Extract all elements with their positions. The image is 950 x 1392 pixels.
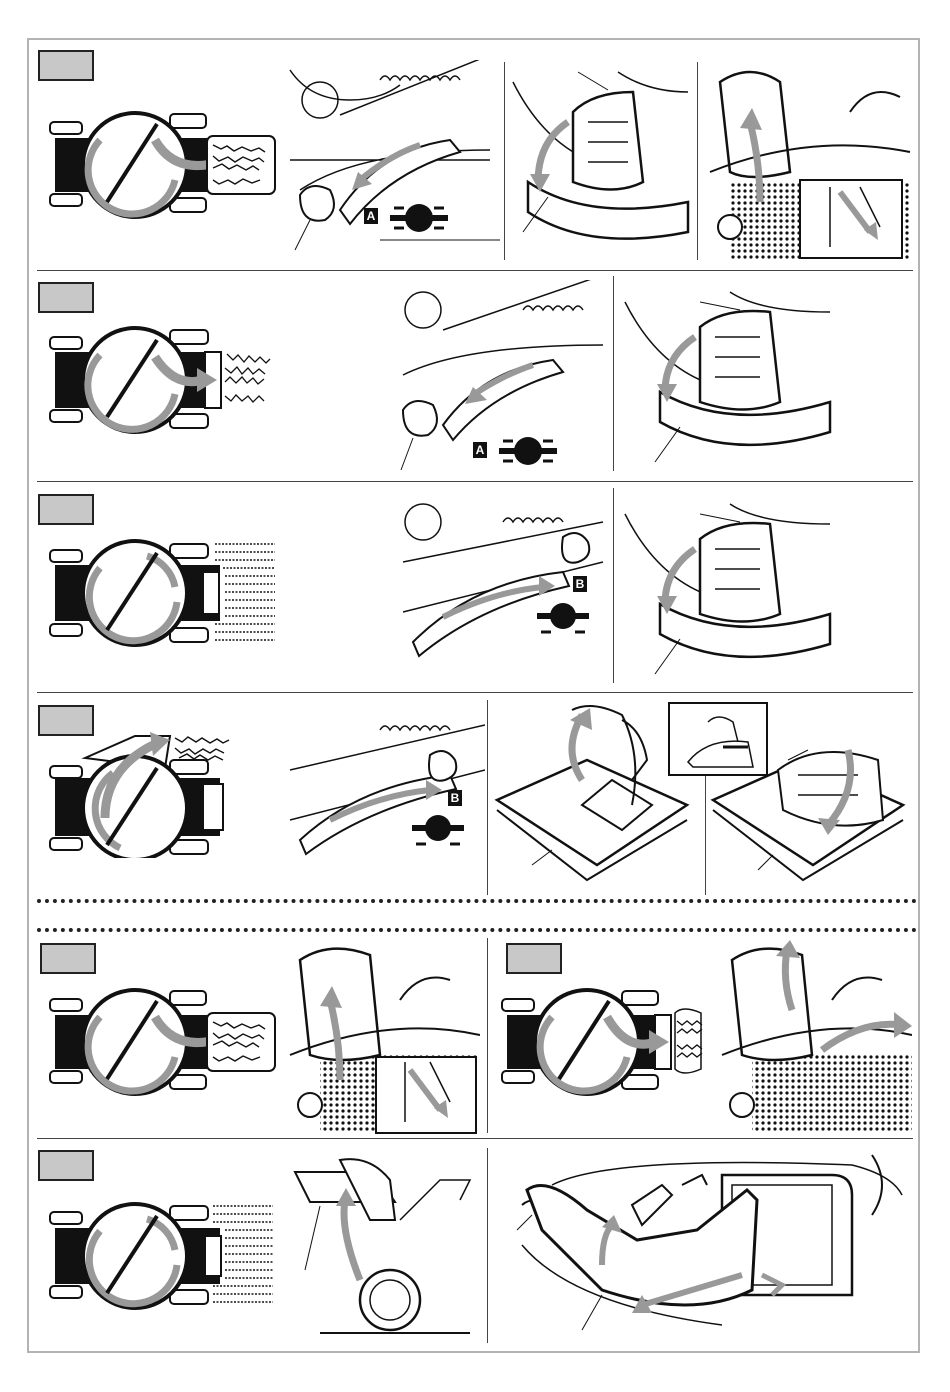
separator-r5 [487, 938, 488, 1133]
separator-r1-a [504, 62, 505, 260]
separator-r2 [613, 276, 614, 471]
separator-row-3 [37, 692, 913, 693]
symbol-letter-row1: A [364, 208, 378, 224]
mower-diagram-mulch [45, 532, 290, 652]
mulch-plug-illustration [492, 1145, 912, 1345]
mower-diagram-rear-discharge [45, 322, 290, 442]
separator-r4-b [705, 775, 706, 895]
step-tag-1 [38, 50, 94, 81]
separator-r4-a [487, 700, 488, 895]
grass-bag-illustration-r5b [712, 940, 912, 1135]
lever-illustration-row1: A [280, 60, 500, 260]
mower-diagram-collect-5b [497, 985, 712, 1105]
step-tag-6 [38, 1150, 94, 1181]
step-tag-3 [38, 494, 94, 525]
symbol-letter-row2: A [473, 442, 487, 458]
mower-diagram-mulch-6 [45, 1198, 280, 1318]
step-tag-5a [40, 943, 96, 974]
lever-illustration-row3: B [393, 492, 608, 682]
dotted-separator-top [37, 899, 917, 903]
lever-illustration-row4: B [280, 700, 485, 890]
step-tag-5b [506, 943, 562, 974]
separator-r1-b [697, 62, 698, 260]
separator-row-1 [37, 270, 913, 271]
mower-diagram-collect-5a [45, 985, 280, 1105]
grass-bag-illustration-r5a [280, 940, 480, 1135]
deflector-side-view [290, 1150, 480, 1340]
rear-flap-illustration-r1 [508, 62, 693, 257]
separator-r6 [487, 1148, 488, 1343]
mower-diagram-side-discharge [45, 728, 260, 858]
separator-row-5 [37, 1138, 913, 1139]
rear-flap-illustration-r2 [620, 282, 835, 472]
side-chute-illustration-r4b [708, 700, 913, 890]
step-tag-2 [38, 282, 94, 313]
grass-bag-illustration-r1 [700, 62, 912, 260]
symbol-letter-row4: B [448, 790, 462, 806]
mower-diagram-collect [45, 100, 280, 220]
lever-illustration-row2: A [393, 280, 608, 475]
separator-r3 [613, 488, 614, 683]
symbol-letter-row3: B [573, 576, 587, 592]
dotted-separator-bottom [37, 928, 917, 932]
rear-flap-illustration-r3 [620, 494, 835, 684]
separator-row-2 [37, 481, 913, 482]
